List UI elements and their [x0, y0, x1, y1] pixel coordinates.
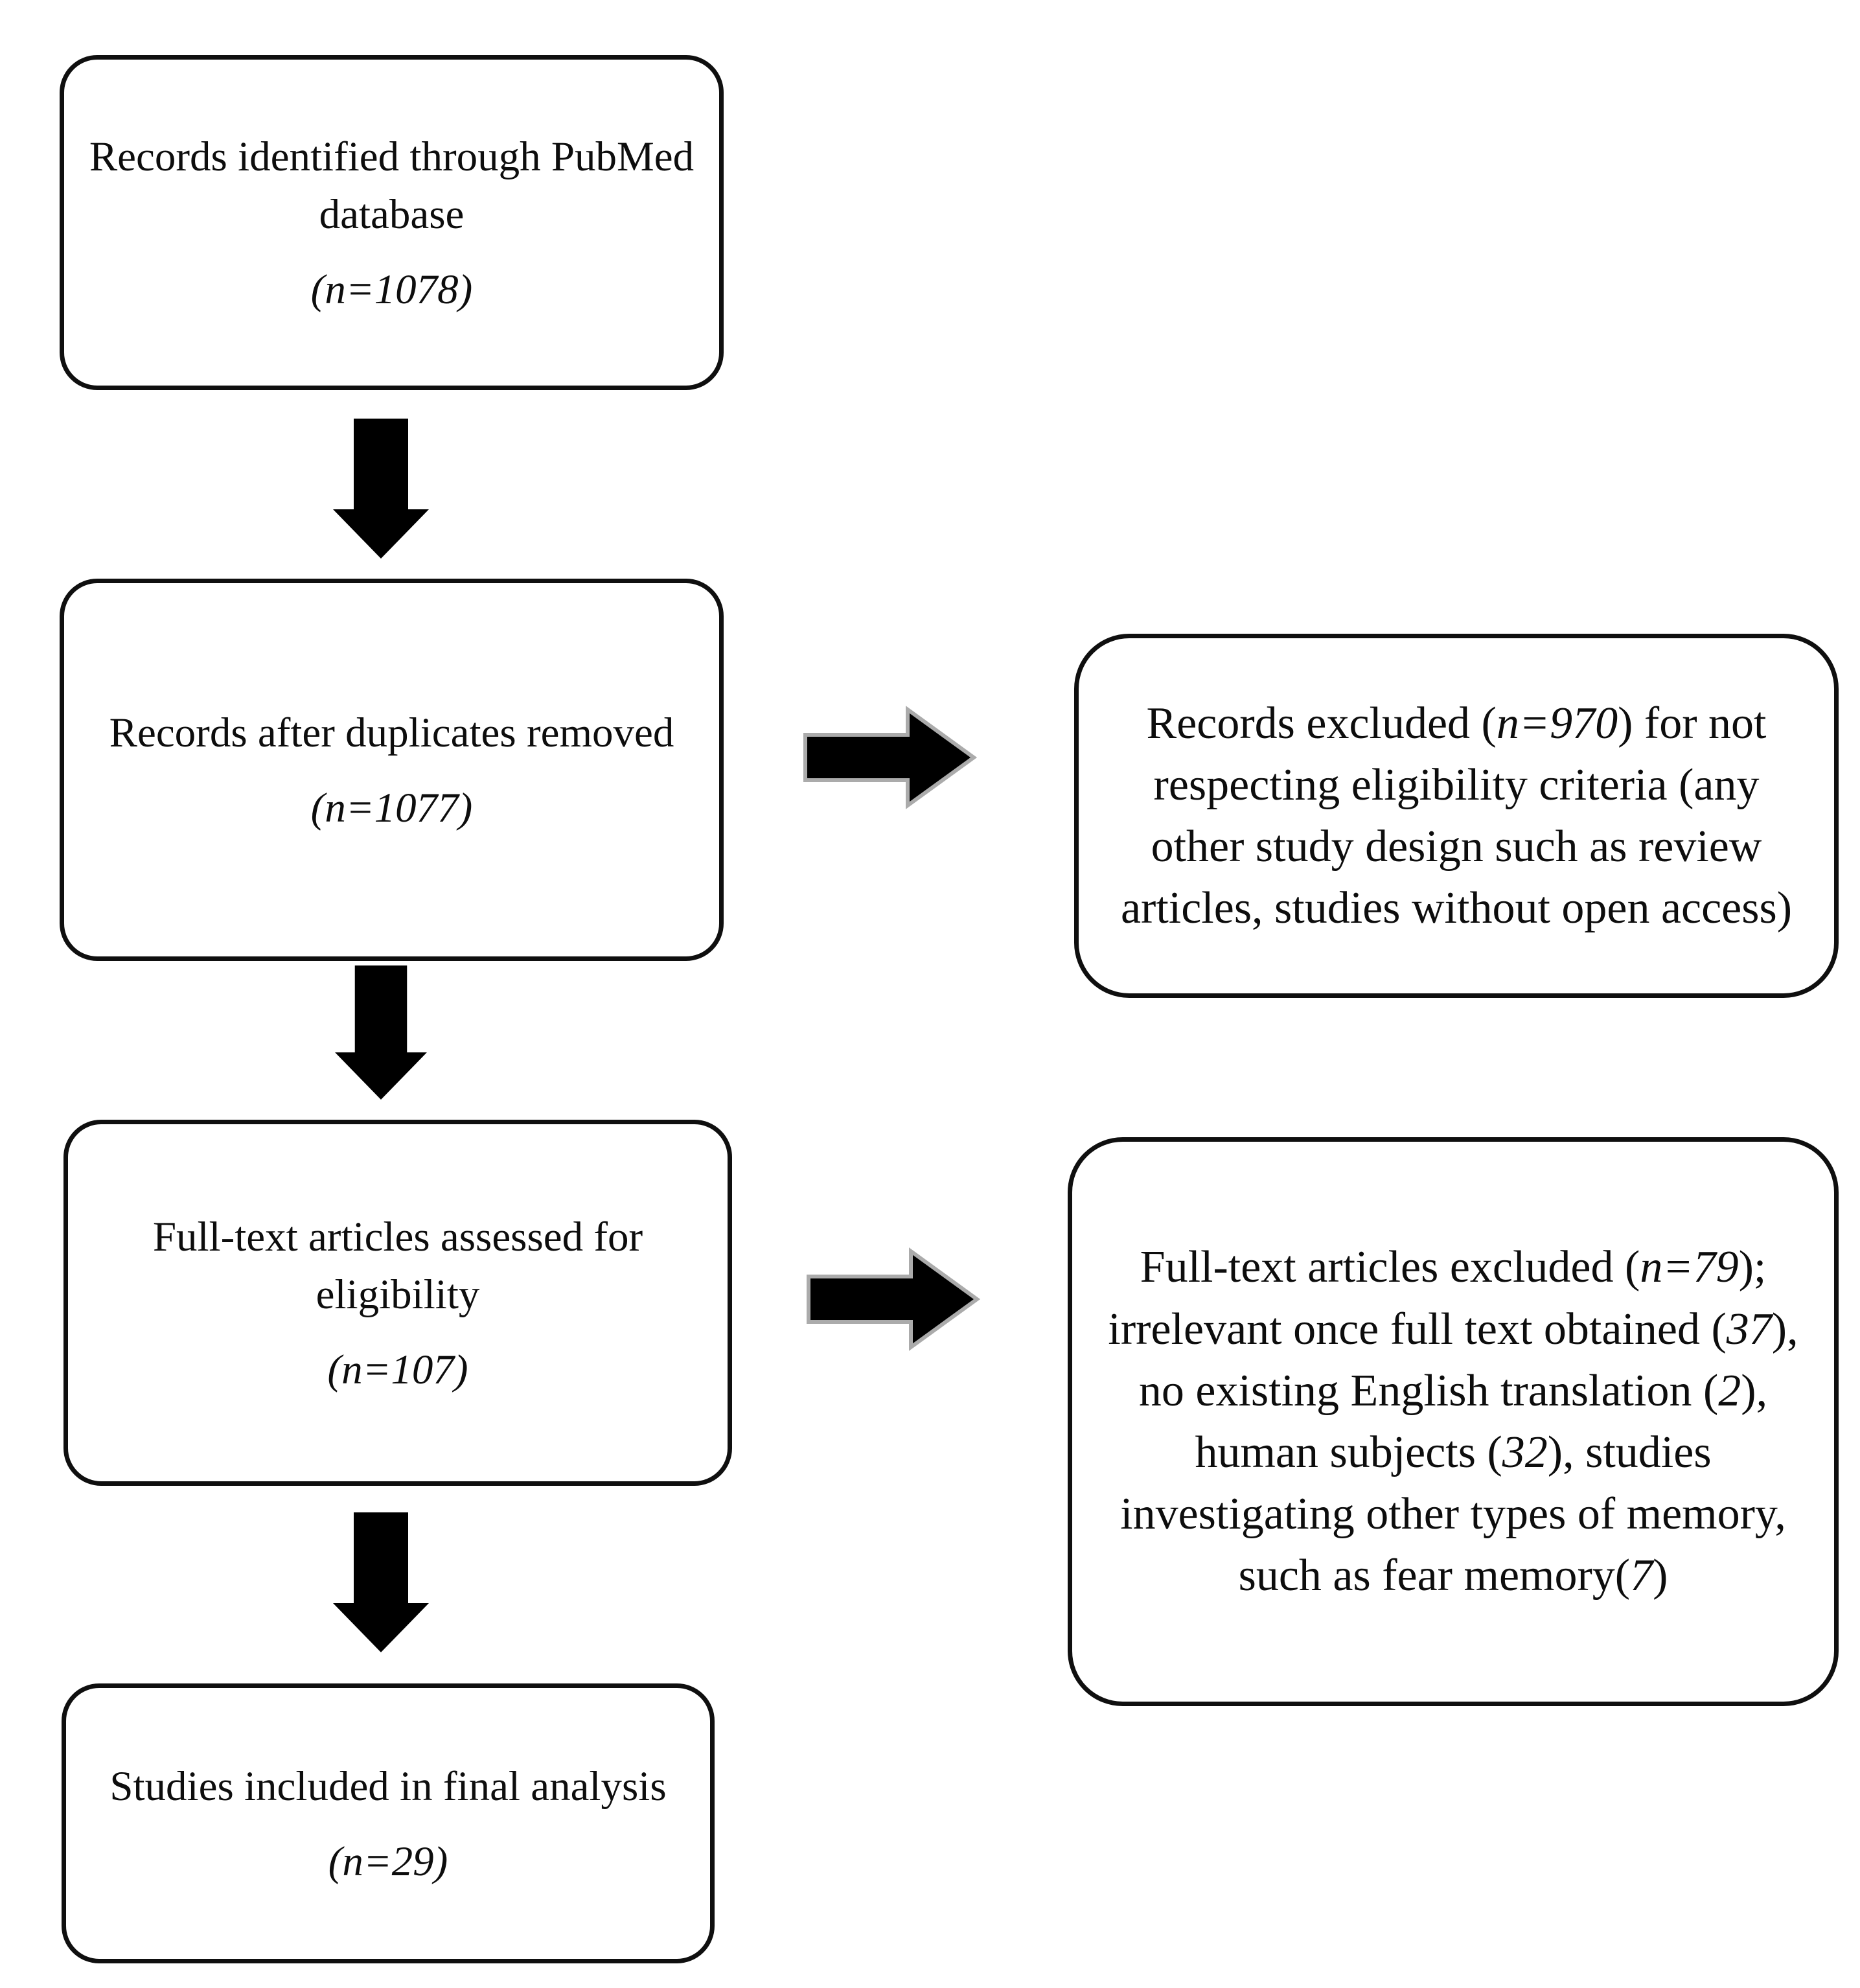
count-value: (n=1078) [310, 266, 473, 313]
count-value: (n=29) [328, 1838, 448, 1885]
text-run: Records excluded ( [1146, 698, 1497, 748]
records-identified-label: Records identified through PubMed databa… [78, 128, 705, 244]
text-run: ), studies investigating other types of … [1120, 1427, 1786, 1601]
text-run: ), human subjects ( [1195, 1365, 1768, 1477]
studies-included-label: Studies included in final analysis [109, 1758, 666, 1816]
count-value: (n=107) [327, 1346, 468, 1393]
down-arrow-icon [333, 1512, 429, 1652]
right-arrow-icon [807, 1247, 981, 1351]
text-run: Full-text articles assessed for eligibil… [152, 1213, 643, 1319]
count-value: (n=1077) [310, 784, 473, 831]
down-arrow-icon [333, 419, 429, 559]
text-run: ) [1653, 1551, 1668, 1601]
count-value: n=79 [1640, 1242, 1739, 1293]
text-run: ); irrelevant once full text obtained ( [1108, 1242, 1767, 1354]
text-run: Full-text articles excluded ( [1140, 1242, 1640, 1293]
flow-box-records-identified: Records identified through PubMed databa… [60, 55, 724, 390]
fulltext-assessed-count: (n=107) [327, 1343, 468, 1398]
down-arrow-icon [335, 965, 427, 1100]
flow-box-records-after-duplicates: Records after duplicates removed (n=1077… [60, 579, 724, 961]
records-identified-count: (n=1078) [311, 262, 473, 318]
fulltext-excluded-text: Full-text articles excluded (n=79); irre… [1105, 1236, 1802, 1606]
text-run: ), no existing English translation ( [1138, 1304, 1798, 1416]
right-arrow-icon [803, 706, 978, 809]
text-run: Studies included in final analysis [109, 1763, 667, 1810]
flow-box-fulltext-assessed: Full-text articles assessed for eligibil… [63, 1120, 732, 1486]
text-run: Records identified through PubMed databa… [89, 133, 695, 238]
flow-box-fulltext-excluded: Full-text articles excluded (n=79); irre… [1068, 1137, 1839, 1706]
fulltext-assessed-label: Full-text articles assessed for eligibil… [82, 1208, 713, 1324]
flow-box-records-excluded: Records excluded (n=970) for not respect… [1074, 634, 1839, 998]
count-value: 7 [1630, 1551, 1653, 1601]
count-value: 32 [1502, 1427, 1548, 1477]
count-value: 37 [1726, 1304, 1772, 1354]
flow-box-studies-included: Studies included in final analysis (n=29… [62, 1683, 715, 1963]
records-after-duplicates-label: Records after duplicates removed [109, 704, 674, 763]
text-run: Records after duplicates removed [109, 709, 674, 756]
count-value: 2 [1718, 1365, 1741, 1416]
count-value: n=970 [1496, 698, 1618, 748]
records-after-duplicates-count: (n=1077) [311, 781, 473, 836]
studies-included-count: (n=29) [328, 1834, 448, 1890]
text-run: ) for not respecting eligibility criteri… [1120, 698, 1793, 934]
records-excluded-text: Records excluded (n=970) for not respect… [1108, 693, 1805, 940]
